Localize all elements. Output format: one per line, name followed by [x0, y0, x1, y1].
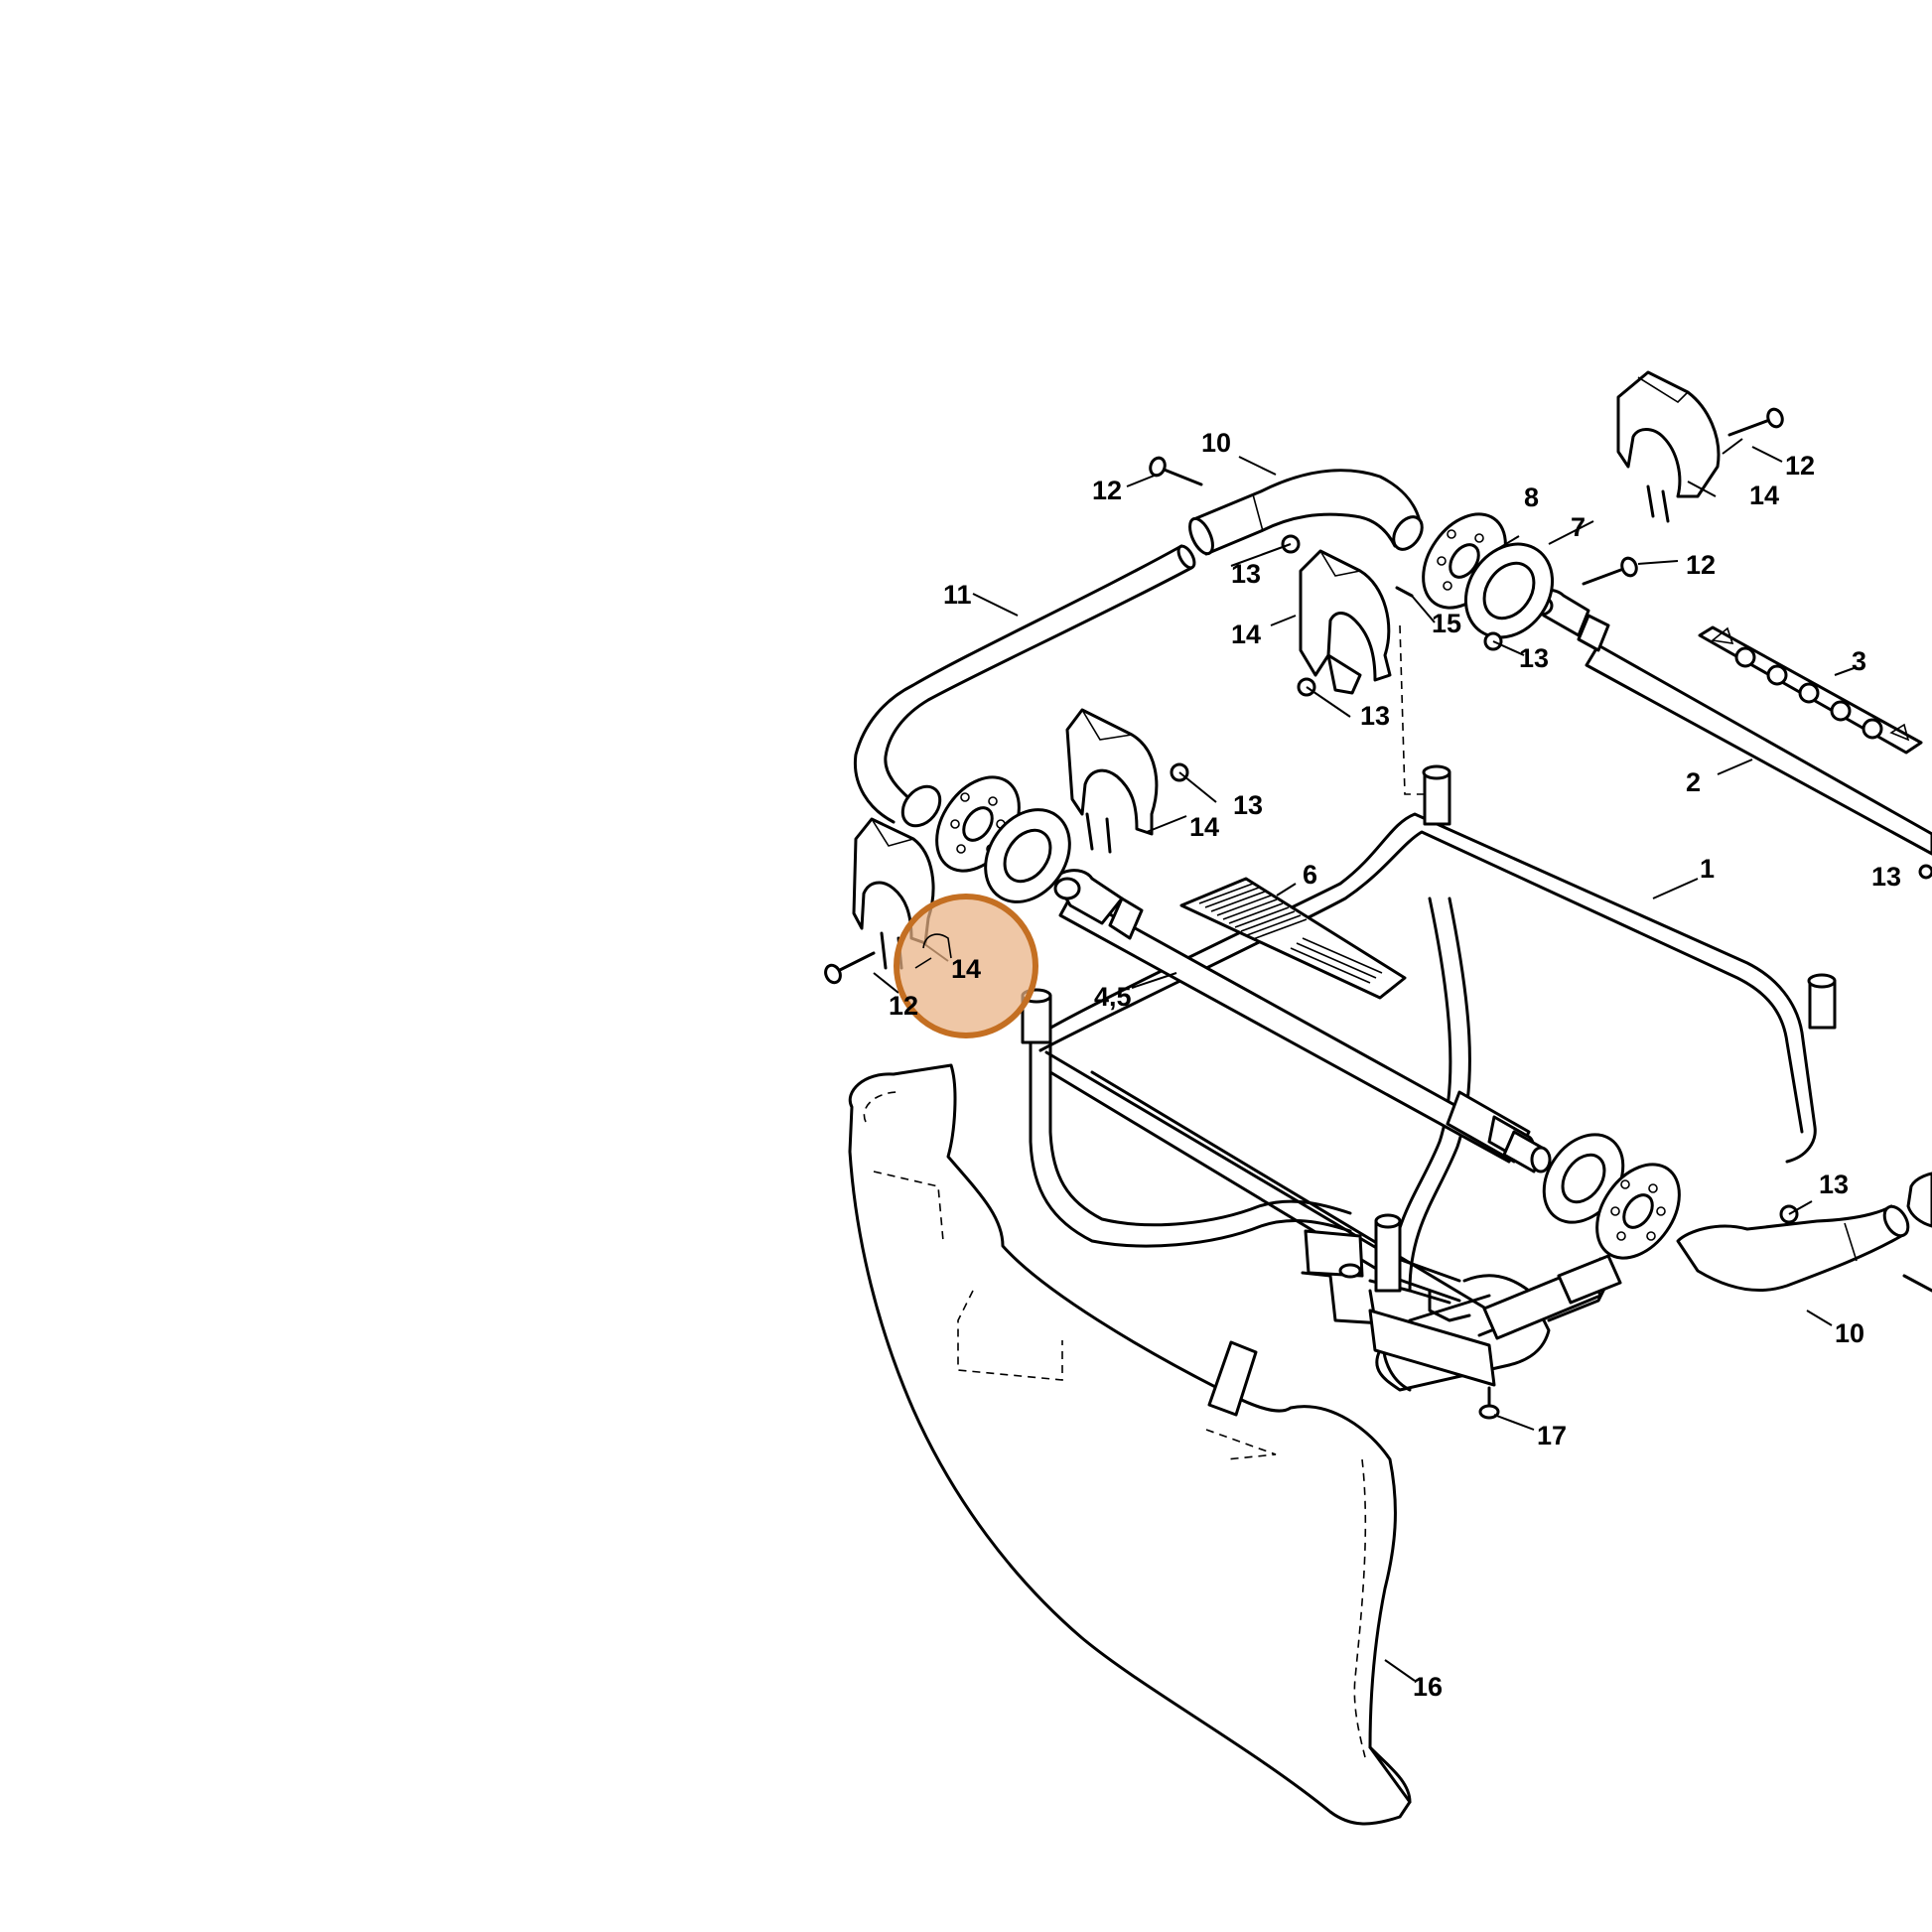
bearing-upper[interactable]: [1449, 527, 1571, 654]
clamp-detail-in-highlight: [914, 933, 952, 969]
callout-12-top-left: 12: [1092, 476, 1122, 505]
callout-12-top-right: 12: [1785, 451, 1815, 481]
callout-13-a: 13: [1231, 559, 1261, 589]
callout-2: 2: [1686, 767, 1701, 797]
frame[interactable]: [1021, 764, 1837, 1392]
highlight-marker: [894, 894, 1038, 1038]
bolt-top-left[interactable]: [1148, 456, 1203, 486]
callout-14-left: 14: [1189, 812, 1219, 842]
axle-tube-front[interactable]: [1053, 869, 1552, 1173]
bolt-left[interactable]: [823, 951, 876, 985]
assembly-line: [1399, 624, 1430, 795]
callout-7: 7: [1571, 512, 1586, 542]
callout-4-5: 4,5: [1094, 982, 1132, 1012]
nuts[interactable]: [1170, 534, 1932, 1224]
callout-13-c: 13: [1360, 701, 1390, 731]
callout-14-mid: 14: [1231, 620, 1261, 649]
grass-bag[interactable]: [848, 1063, 1412, 1826]
footplate[interactable]: [1179, 877, 1407, 1000]
clamp-top-right[interactable]: [1616, 370, 1721, 523]
callout-1: 1: [1700, 854, 1715, 884]
callout-10-top: 10: [1201, 428, 1231, 458]
handle-bend-lower[interactable]: [1676, 1172, 1932, 1293]
bearing-left[interactable]: [968, 793, 1087, 918]
callout-13-f: 13: [1819, 1170, 1849, 1199]
clamp-left-top[interactable]: [1065, 708, 1159, 854]
callout-13-e: 13: [1871, 862, 1901, 892]
label-plate[interactable]: [1698, 625, 1923, 755]
callout-12-mid: 12: [1686, 550, 1716, 580]
bolt-top-right[interactable]: [1727, 407, 1785, 437]
screw[interactable]: [1478, 1386, 1500, 1420]
callout-8: 8: [1524, 483, 1539, 512]
bearing-disc-right[interactable]: [1581, 1149, 1697, 1273]
callout-labels: 1 2 3 4,5 6 7 8 10 10 11 12 12 12 12 13 …: [889, 428, 1901, 1702]
handle-bend-upper[interactable]: [1185, 469, 1428, 557]
callout-10-bottom: 10: [1835, 1318, 1864, 1348]
callout-13-d: 13: [1233, 790, 1263, 820]
callout-11: 11: [943, 580, 972, 610]
callout-17: 17: [1537, 1421, 1567, 1450]
callout-14-top-right: 14: [1749, 481, 1779, 510]
callout-13-b: 13: [1519, 643, 1549, 673]
callout-3: 3: [1852, 646, 1866, 676]
bolt-right-edge[interactable]: [1902, 1274, 1932, 1293]
callout-15: 15: [1432, 609, 1461, 638]
callout-6: 6: [1303, 860, 1317, 890]
handle-bar[interactable]: [853, 544, 1197, 834]
pin[interactable]: [1395, 586, 1414, 598]
clamp-mid[interactable]: [1299, 549, 1392, 695]
callout-12-left: 12: [889, 991, 918, 1021]
callout-14-highlighted: 14: [951, 954, 981, 984]
bolt-mid-right[interactable]: [1582, 556, 1639, 586]
callout-16: 16: [1413, 1672, 1443, 1702]
leader-lines: [873, 438, 1858, 1682]
